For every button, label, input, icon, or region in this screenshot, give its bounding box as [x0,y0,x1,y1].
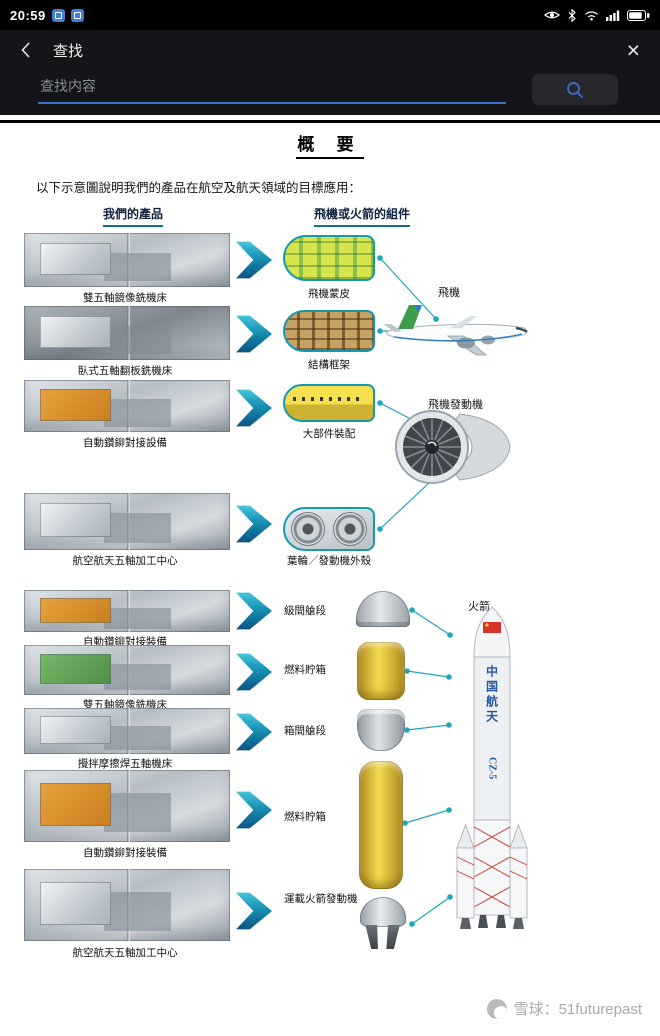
component-label: 運載火箭發動機 [284,894,358,905]
arrow-icon [236,592,272,630]
product-label: 航空航天五軸加工中心 [72,948,178,959]
product-photo-mirror-mill-2 [24,645,230,695]
battery-icon [627,9,650,21]
watermark-text: 雪球：51futurepast [513,1001,642,1018]
rocket-image: 中国航天 CZ-5 [450,605,534,953]
arrow-icon [236,241,272,279]
wifi-icon [585,10,598,21]
arrow-icon [236,315,272,353]
aircraft-engine-label: 飛機發動機 [428,399,483,411]
aircraft-image [378,297,536,364]
clock: 20:59 [10,7,46,23]
find-title: 查找 [53,42,84,60]
arrow-icon [236,892,272,930]
rocket-body-text: 中国航天 [484,665,499,725]
back-chevron-icon [21,42,30,58]
product-photo-mirror-mill [24,233,230,287]
xueqiu-logo-icon [486,998,507,1019]
status-bar: 20:59 [0,0,660,30]
product-photo-riveting-equipment-3 [24,770,230,842]
product-label: 航空航天五軸加工中心 [72,556,178,567]
component-label: 結構框架 [308,360,350,371]
component-label: 燃料貯箱 [284,665,326,676]
arrow-icon [236,791,272,829]
find-header: 查找 × [0,30,660,70]
product-photo-horizontal-mill [24,306,230,360]
component-image-aircraft-skin [283,235,375,281]
product-photo-machining-center-2 [24,869,230,941]
product-photo-riveting-equipment-2 [24,590,230,632]
product-label: 雙五軸鏡像銑機床 [83,700,167,711]
intro-text: 以下示意圖說明我們的產品在航空及航天領域的目標應用： [36,181,362,195]
bluetooth-icon [568,8,576,22]
arrow-icon [236,505,272,543]
component-label: 燃料貯箱 [284,812,326,823]
column-header-components: 飛機或火箭的組件 [272,205,452,227]
product-photo-machining-center [24,493,230,550]
component-label: 級間艙段 [284,606,326,617]
signal-icon [606,10,620,21]
product-label: 自動鑽鉚對接設備 [83,438,167,449]
component-label: 箱間艙段 [284,726,326,737]
application-diagram: 我們的產品 飛機或火箭的組件 雙五軸鏡像銑機床 飛機蒙皮 臥式五軸翻板銑機床 結… [0,205,660,980]
product-photo-riveting-equipment [24,380,230,432]
back-button[interactable] [14,37,37,63]
arrow-icon [236,713,272,751]
column-header-products: 我們的產品 [48,205,218,227]
page-top-rule [0,120,660,123]
rocket-part-interstage [356,591,410,627]
component-image-impeller-casing [283,507,375,551]
product-label: 攪拌摩擦焊五軸機床 [77,759,173,770]
search-bar [0,70,660,115]
component-label: 葉輪／發動機外殼 [287,556,371,567]
eye-icon [544,11,560,19]
product-label: 自動鑽鉚對接裝備 [83,848,167,859]
search-button[interactable] [532,74,618,105]
document-page: 概 要 以下示意圖說明我們的產品在航空及航天領域的目標應用： 我們的產品 飛機或… [0,120,660,1036]
component-label: 大部件裝配 [302,429,356,440]
product-label: 臥式五軸翻板銑機床 [77,366,173,377]
component-label: 飛機蒙皮 [308,289,350,300]
notification-app-icon [51,8,65,22]
product-label: 雙五軸鏡像銑機床 [83,293,167,304]
component-image-structural-frame [283,310,375,352]
close-icon: × [626,36,640,63]
rocket-model-text: CZ-5 [486,757,498,780]
rocket-label: 火箭 [468,601,490,613]
rocket-part-fuel-tank-1 [357,642,405,700]
component-image-fuselage-assembly [283,384,375,422]
rocket-part-engine [356,897,410,953]
notification-app-icon-2 [70,8,84,22]
rocket-part-fuel-tank-2 [359,761,403,889]
close-button[interactable]: × [621,36,646,63]
engine-image [390,406,522,493]
arrow-icon [236,653,272,691]
product-label: 自動鑽鉚對接裝備 [83,637,167,648]
product-photo-friction-stir-welder [24,708,230,754]
aircraft-label: 飛機 [438,287,460,299]
watermark: 雪球：51futurepast [486,998,642,1019]
arrow-icon [236,389,272,427]
magnifier-icon [567,81,584,98]
page-title: 概 要 [0,130,660,159]
search-input[interactable] [38,72,506,104]
rocket-part-intertank [357,709,405,751]
